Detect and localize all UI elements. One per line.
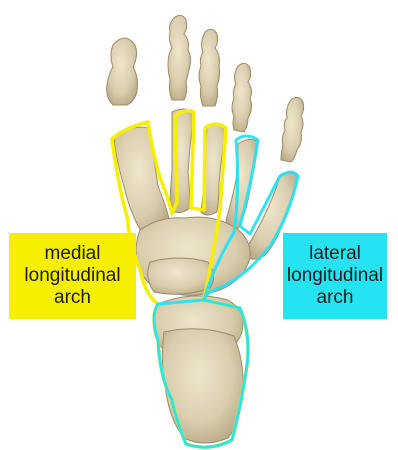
third-toe-phalanges: [199, 29, 220, 106]
lateral-arch-label: lateral longitudinal arch: [283, 233, 387, 319]
bones: [107, 15, 304, 443]
second-toe-phalanges: [168, 15, 191, 100]
medial-label-line-3: arch: [24, 287, 120, 309]
lateral-label-line-2: longitudinal: [287, 265, 383, 287]
big-toe-phalanges: [107, 38, 138, 105]
lateral-label-line-3: arch: [287, 287, 383, 309]
medial-label-line-2: longitudinal: [24, 265, 120, 287]
calcaneus: [162, 329, 243, 443]
navicular: [148, 258, 214, 294]
fifth-toe-phalanges: [281, 97, 304, 162]
lateral-label-line-1: lateral: [287, 243, 383, 265]
medial-arch-label: medial longitudinal arch: [9, 233, 136, 319]
medial-label-line-1: medial: [24, 243, 120, 265]
fourth-toe-phalanges: [232, 63, 252, 132]
